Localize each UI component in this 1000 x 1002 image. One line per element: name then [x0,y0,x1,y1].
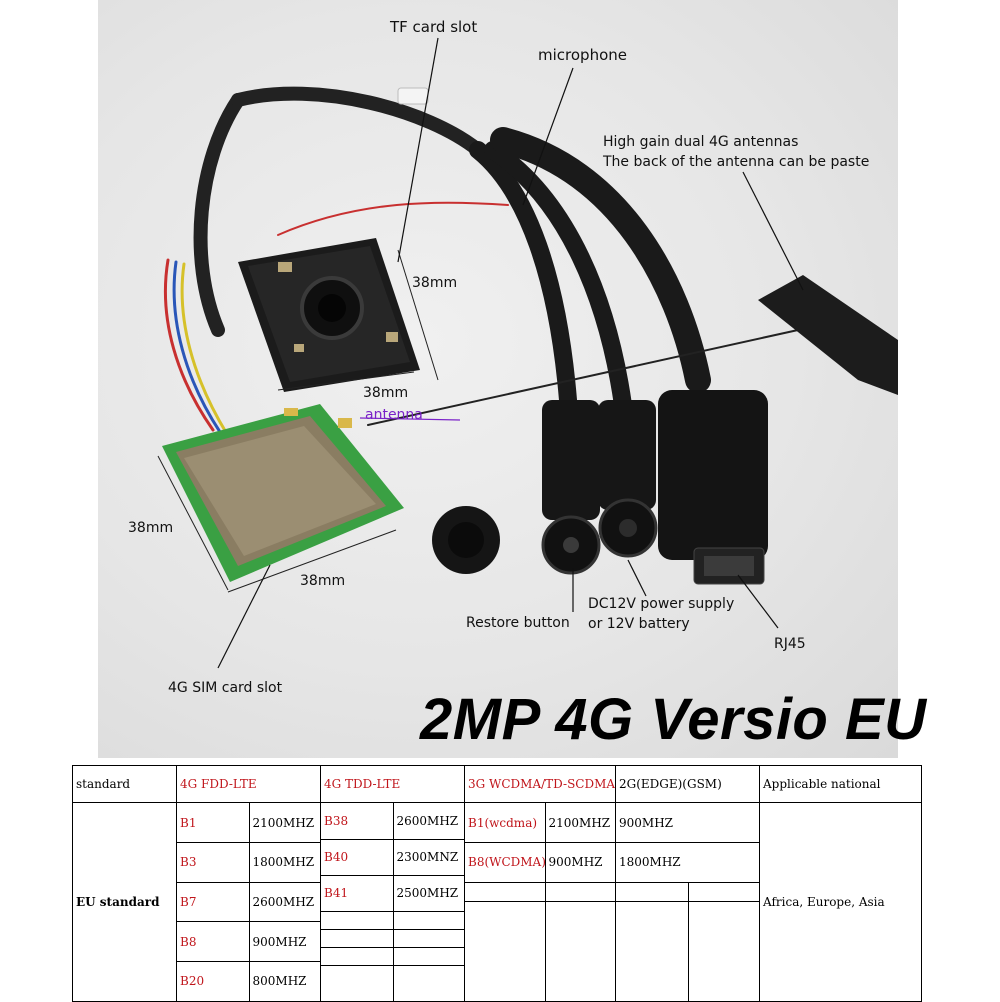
wcdma-band: B1(wcdma) [465,803,546,844]
table-header-row: standard 4G FDD-LTE 4G TDD-LTE 3G WCDMA/… [72,765,922,803]
gsm-freq: 1800MHZ [616,842,759,883]
gsm-freq: 900MHZ [616,803,759,844]
dc-power-label-line2: or 12V battery [588,616,690,632]
camera-module-illustration [157,37,898,669]
lte-module [162,404,404,582]
table-row: 900MHZ [616,803,759,844]
table-row: B8(WCDMA)900MHZ [465,842,615,883]
product-headline: 2MP 4G Versio EU [420,687,927,752]
antenna-description-line2: The back of the antenna can be paste [603,154,870,170]
cable-tag [397,87,429,105]
antenna-strip [758,275,898,395]
tdd-band: B38 [321,803,394,840]
row-label-eu-standard: EU standard [72,802,177,1002]
tdd-band: B40 [321,839,394,876]
tf-card-slot-label: TF card slot [390,18,478,36]
dc-power-label-line1: DC12V power supply [588,596,735,612]
tdd-freq: 2600MHZ [393,803,464,840]
table-row [465,901,615,1001]
camera-board [238,238,420,392]
header-standard: standard [72,765,177,803]
fdd-band: B3 [177,842,250,883]
fdd-band: B20 [177,961,250,1001]
fdd-freq: 1800MHZ [249,842,320,883]
sim-slot-label: 4G SIM card slot [168,680,283,696]
antenna-description-line1: High gain dual 4G antennas [603,134,799,150]
fdd-freq: 2100MHZ [249,803,320,844]
table-row: B1(wcdma)2100MHZ [465,803,615,844]
gsm-cell: 900MHZ 1800MHZ [615,802,760,1002]
antenna-label: antenna [365,407,423,423]
table-row [321,947,464,966]
table-row [321,929,464,948]
rj45-label: RJ45 [774,636,806,652]
cable-bundle [164,86,799,436]
header-national: Applicable national [759,765,922,803]
wcdma-freq: 2100MHZ [545,803,615,844]
band-spec-table: standard 4G FDD-LTE 4G TDD-LTE 3G WCDMA/… [72,765,922,1002]
module-width-label: 38mm [300,573,346,589]
national-regions: Africa, Europe, Asia [759,802,922,1002]
module-height-label: 38mm [128,520,174,536]
table-row [465,882,615,903]
table-row [321,911,464,930]
table-row [616,882,759,903]
wcdma-cell: B1(wcdma)2100MHZ B8(WCDMA)900MHZ [464,802,616,1002]
board-width-label: 38mm [412,275,458,291]
wcdma-band: B8(WCDMA) [465,842,546,883]
table-row: 1800MHZ [616,842,759,883]
microphone-label: microphone [538,46,627,64]
fdd-band: B7 [177,882,250,923]
dimension-lines [157,249,439,593]
tdd-freq: 2500MHZ [393,875,464,912]
product-photo: TF card slot microphone High gain dual 4… [98,0,926,758]
header-fdd-lte: 4G FDD-LTE [176,765,321,803]
header-wcdma: 3G WCDMA/TD-SCDMA [464,765,616,803]
fdd-freq: 800MHZ [252,974,307,989]
table-row [616,901,759,1001]
fdd-freq: 2600MHZ [249,882,320,923]
tdd-band: B41 [321,875,394,912]
tdd-freq: 2300MNZ [393,839,464,876]
restore-button-label: Restore button [466,615,570,631]
header-tdd-lte: 4G TDD-LTE [320,765,465,803]
pointer-lines [217,37,804,669]
board-height-label: 38mm [363,385,409,401]
table-row [321,965,464,1001]
fdd-freq: 900MHZ [249,921,320,962]
header-gsm: 2G(EDGE)(GSM) [615,765,760,803]
wcdma-freq: 900MHZ [545,842,615,883]
fdd-band: B1 [177,803,250,844]
connectors [432,390,768,585]
fdd-band: B8 [177,921,250,962]
